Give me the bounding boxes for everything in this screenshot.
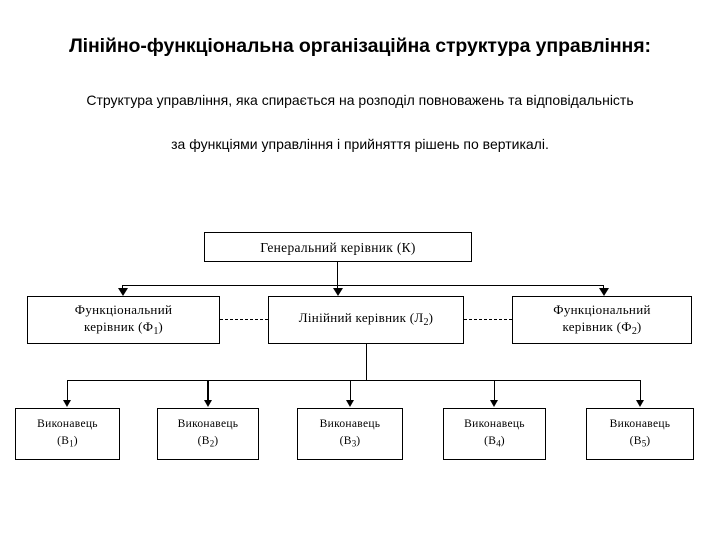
node-executor-1[interactable]: Виконавець (В1) bbox=[15, 408, 120, 460]
arrowhead-f1 bbox=[118, 288, 128, 296]
node-b5-paren: ) bbox=[646, 434, 651, 447]
node-f1-paren: ) bbox=[158, 318, 164, 334]
node-l2-line1: Лінійний керівник (Л bbox=[298, 310, 424, 326]
node-b5-line2: (В bbox=[629, 434, 642, 447]
node-executor-2[interactable]: Виконавець (В2) bbox=[157, 408, 259, 460]
arrowhead-b3 bbox=[346, 400, 354, 407]
node-b2-line2: (В bbox=[197, 434, 210, 447]
node-f2-subscript: 2 bbox=[631, 325, 637, 337]
connector-level3-bus bbox=[67, 380, 640, 381]
node-executor-5[interactable]: Виконавець (В5) bbox=[586, 408, 694, 460]
arrowhead-b2 bbox=[204, 400, 212, 407]
node-b5-line1: Виконавець bbox=[609, 417, 671, 430]
node-b2-line1: Виконавець bbox=[177, 417, 239, 430]
connector-k-drop bbox=[337, 262, 338, 285]
node-f2-line1: Функціональний bbox=[553, 301, 651, 317]
connector-l2-to-b1 bbox=[67, 380, 68, 402]
arrowhead-b4 bbox=[490, 400, 498, 407]
node-executor-3-label: Виконавець (В3) bbox=[316, 416, 385, 453]
subtitle-line-2: за функціями управління і прийняття ріше… bbox=[171, 136, 549, 152]
node-b1-paren: ) bbox=[73, 434, 78, 447]
node-b1-subscript: 1 bbox=[69, 438, 74, 449]
node-f1-subscript: 1 bbox=[153, 325, 159, 337]
arrowhead-l2 bbox=[333, 288, 343, 296]
node-l2-paren: ) bbox=[428, 310, 434, 326]
connector-l2-f2-dashed bbox=[464, 319, 512, 320]
node-b1-line1: Виконавець bbox=[37, 417, 98, 430]
node-executor-4-label: Виконавець (В4) bbox=[460, 416, 529, 453]
subtitle-line-1: Структура управління, яка спирається на … bbox=[86, 92, 634, 108]
node-executor-3[interactable]: Виконавець (В3) bbox=[297, 408, 403, 460]
node-b2-paren: ) bbox=[214, 434, 219, 447]
node-b5-subscript: 5 bbox=[641, 438, 647, 449]
connector-l2-to-b4 bbox=[494, 380, 495, 402]
node-executor-2-label: Виконавець (В2) bbox=[174, 416, 243, 453]
node-line-manager-2[interactable]: Лінійний керівник (Л2) bbox=[268, 296, 464, 344]
connector-l2-to-b3 bbox=[350, 380, 351, 402]
node-general-manager[interactable]: Генеральний керівник (К) bbox=[204, 232, 472, 262]
arrowhead-b1 bbox=[63, 400, 71, 407]
node-executor-5-label: Виконавець (В5) bbox=[606, 416, 675, 453]
connector-level2-bus bbox=[122, 285, 603, 286]
node-line-manager-2-label: Лінійний керівник (Л2) bbox=[295, 309, 437, 331]
connector-l2-to-b5 bbox=[640, 380, 641, 402]
node-f2-paren: ) bbox=[636, 318, 642, 334]
connector-l2-drop bbox=[366, 344, 367, 380]
connector-f1-l2-dashed bbox=[220, 319, 268, 320]
node-f1-line1: Функціональний bbox=[74, 301, 173, 317]
arrowhead-f2 bbox=[599, 288, 609, 296]
arrowhead-b5 bbox=[636, 400, 644, 407]
node-b3-subscript: 3 bbox=[351, 438, 357, 449]
connector-l2-to-b2 bbox=[207, 380, 209, 402]
page-title: Лінійно-функціональна організаційна стру… bbox=[69, 35, 651, 57]
node-b2-subscript: 2 bbox=[209, 438, 215, 449]
node-b1-line2: (В bbox=[57, 434, 70, 447]
node-b3-paren: ) bbox=[356, 434, 361, 447]
node-b4-line1: Виконавець bbox=[464, 417, 525, 430]
node-b4-subscript: 4 bbox=[496, 438, 501, 449]
node-f1-line2: керівник (Ф bbox=[83, 318, 154, 334]
node-b3-line1: Виконавець bbox=[319, 417, 381, 430]
node-b4-paren: ) bbox=[500, 434, 505, 447]
node-f2-line2: керівник (Ф bbox=[562, 318, 632, 334]
node-b3-line2: (В bbox=[339, 434, 352, 447]
node-b4-line2: (В bbox=[484, 434, 497, 447]
node-executor-1-label: Виконавець (В1) bbox=[33, 416, 102, 453]
node-general-manager-label: Генеральний керівник (К) bbox=[260, 239, 416, 255]
node-l2-subscript: 2 bbox=[423, 316, 429, 328]
node-executor-4[interactable]: Виконавець (В4) bbox=[443, 408, 546, 460]
